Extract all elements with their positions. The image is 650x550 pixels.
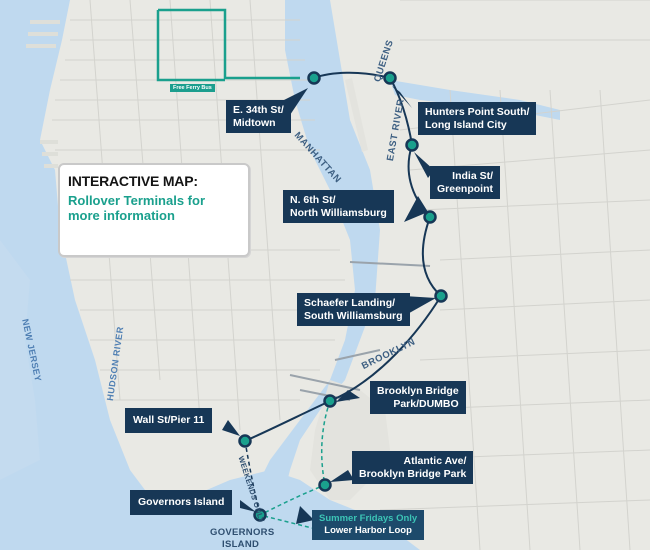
ferry-route-lower-harbor <box>257 400 331 531</box>
terminal-dot-wall <box>238 434 252 448</box>
label-free-ferry-bus: Free Ferry Bus <box>170 84 215 92</box>
terminal-label-governors[interactable]: Governors Island <box>130 490 233 515</box>
terminal-dot-n6 <box>423 210 437 224</box>
terminal-name-line1: Brooklyn Bridge <box>377 385 459 397</box>
terminal-label-n6[interactable]: N. 6th St/ North Williamsburg <box>283 190 394 223</box>
terminal-name-line2: Long Island City <box>425 118 507 131</box>
terminal-label-bbpark[interactable]: Brooklyn Bridge Park/DUMBO <box>370 381 466 414</box>
terminal-name-line2: North Williamsburg <box>290 206 387 219</box>
terminal-label-atlantic[interactable]: Atlantic Ave/ Brooklyn Bridge Park <box>352 451 474 484</box>
terminal-name-line2: Park/DUMBO <box>393 397 459 410</box>
terminal-name-line1: Governors Island <box>138 496 225 508</box>
terminal-label-schaefer[interactable]: Schaefer Landing/ South Williamsburg <box>297 293 410 326</box>
special-route-line2: Lower Harbor Loop <box>324 525 412 536</box>
terminal-name-line1: Schaefer Landing/ <box>304 297 396 309</box>
label-governors-island-2: ISLAND <box>222 539 260 550</box>
terminal-dot-india <box>405 138 419 152</box>
terminal-label-hunters[interactable]: Hunters Point South/ Long Island City <box>418 102 537 135</box>
terminal-dot-atlantic <box>318 478 332 492</box>
terminal-dot-schaefer <box>434 289 448 303</box>
terminal-name-line1: Hunters Point South/ <box>425 106 530 118</box>
terminal-name-line2: Brooklyn Bridge Park <box>359 467 467 480</box>
ferry-route-weekend <box>244 440 261 516</box>
terminal-name-line2: Greenpoint <box>437 182 494 195</box>
terminal-dot-e34 <box>307 71 321 85</box>
terminal-name-line2: South Williamsburg <box>304 309 403 322</box>
callout-subtitle-line2: more information <box>68 208 175 223</box>
terminal-name-line2: Midtown <box>233 116 276 129</box>
label-governors-island-1: GOVERNORS <box>210 527 275 538</box>
hudson-river-water <box>0 0 220 550</box>
terminal-dot-governors <box>253 508 267 522</box>
terminal-label-wall[interactable]: Wall St/Pier 11 <box>125 408 213 433</box>
callout-subtitle-line1: Rollover Terminals for <box>68 193 206 208</box>
terminal-name-line1: India St/ <box>452 170 494 182</box>
terminal-label-e34[interactable]: E. 34th St/ Midtown <box>226 100 291 133</box>
callout-title: INTERACTIVE MAP: <box>68 173 198 189</box>
free-ferry-bus-loop <box>156 8 300 82</box>
terminal-dot-bbpark <box>323 394 337 408</box>
terminal-name-line1: Atlantic Ave/ <box>403 455 467 467</box>
terminal-name-line1: E. 34th St/ <box>233 104 284 116</box>
special-route-line1: Summer Fridays Only <box>319 513 418 524</box>
terminal-label-india[interactable]: India St/ Greenpoint <box>430 166 501 199</box>
terminal-name-line1: N. 6th St/ <box>290 194 336 206</box>
east-river-water <box>230 0 380 550</box>
lower-harbor-loop-label[interactable]: Summer Fridays Only Lower Harbor Loop <box>312 510 425 540</box>
terminal-name-line1: Wall St/Pier 11 <box>133 414 205 426</box>
interactive-map-callout: INTERACTIVE MAP: Rollover Terminals for … <box>58 163 250 257</box>
terminal-dot-hunters <box>383 71 397 85</box>
